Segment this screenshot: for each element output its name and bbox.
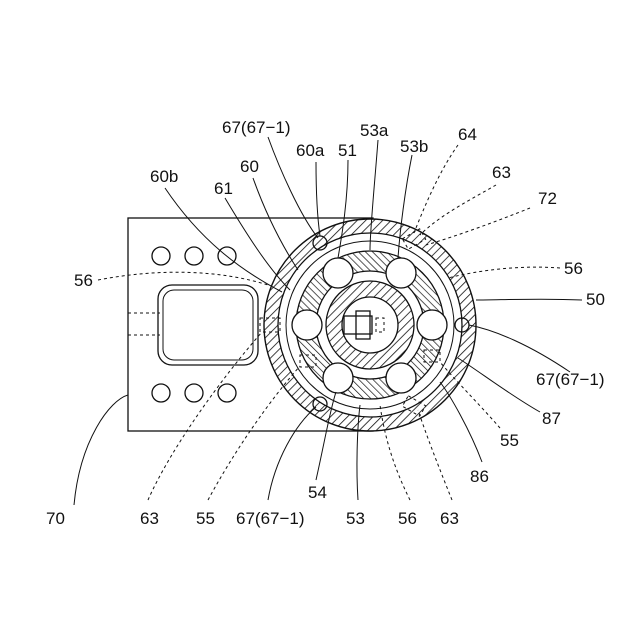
label-87: 87 xyxy=(542,409,561,428)
label-56-bottom: 56 xyxy=(398,509,417,528)
label-51: 51 xyxy=(338,141,357,160)
label-53a: 53a xyxy=(360,121,389,140)
label-63-tr: 63 xyxy=(492,163,511,182)
label-67-top: 67(67−1) xyxy=(222,118,291,137)
label-63-br: 63 xyxy=(440,509,459,528)
rotor-hub xyxy=(326,281,414,369)
label-56-right: 56 xyxy=(564,259,583,278)
label-86: 86 xyxy=(470,467,489,486)
label-60: 60 xyxy=(240,157,259,176)
label-61: 61 xyxy=(214,179,233,198)
label-64: 64 xyxy=(458,125,477,144)
label-67-right: 67(67−1) xyxy=(536,370,605,389)
label-72: 72 xyxy=(538,189,557,208)
label-53b: 53b xyxy=(400,137,428,156)
label-55-right: 55 xyxy=(500,431,519,450)
label-55-bottom: 55 xyxy=(196,509,215,528)
label-67-bottom: 67(67−1) xyxy=(236,509,305,528)
label-53: 53 xyxy=(346,509,365,528)
label-60a: 60a xyxy=(296,141,325,160)
label-63-bl: 63 xyxy=(140,509,159,528)
label-60b: 60b xyxy=(150,167,178,186)
label-50: 50 xyxy=(586,290,605,309)
label-70: 70 xyxy=(46,509,65,528)
label-54: 54 xyxy=(308,483,327,502)
label-56-left: 56 xyxy=(74,271,93,290)
